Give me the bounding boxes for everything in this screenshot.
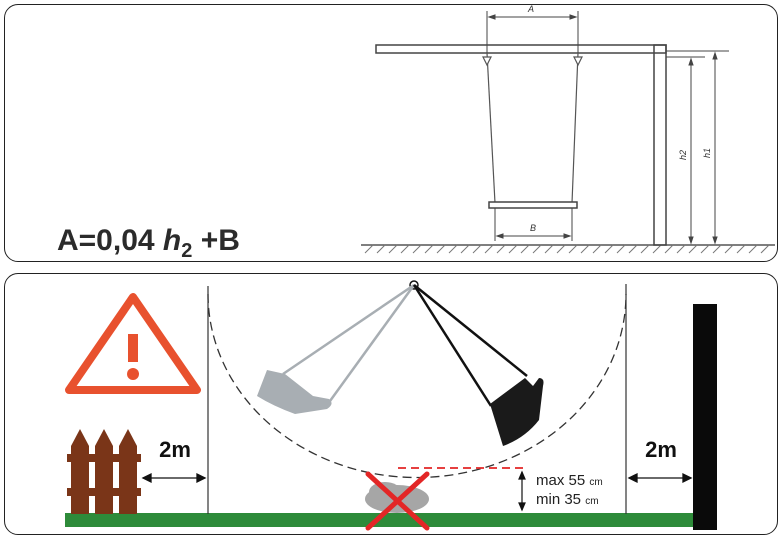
right-distance-arrow — [627, 472, 693, 484]
left-distance-label: 2m — [159, 437, 191, 462]
safety-zone-diagram: 2m 2m max 55 cm min 35 cm — [65, 280, 717, 531]
left-distance-arrow — [141, 472, 207, 484]
swing-seat — [488, 201, 578, 209]
label-h1: h1 — [702, 148, 712, 158]
dimension-b — [494, 208, 573, 241]
clearance-min-text: min 35 cm — [536, 491, 599, 508]
swing-arc — [207, 293, 627, 479]
formula: A=0,04 h2 +B — [57, 224, 240, 262]
swing-frame — [375, 44, 667, 246]
swing-dimension-diagram: A B h2 h1 A=0,04 h2 +B — [57, 5, 775, 262]
swing-seat-left — [257, 283, 416, 414]
label-a: A — [527, 5, 534, 14]
swing-seat-right — [412, 284, 544, 446]
fence — [67, 429, 141, 514]
wall — [693, 304, 717, 530]
ground-line — [361, 244, 775, 254]
dimension-heights — [666, 50, 729, 245]
clearance-max-text: max 55 cm — [536, 472, 603, 489]
warning-triangle-icon — [65, 293, 201, 394]
label-b: B — [530, 223, 536, 233]
forbidden-cross-icon — [365, 471, 430, 531]
label-h2: h2 — [678, 150, 688, 160]
swing-chains — [482, 52, 583, 204]
safety-zone-panel: 2m 2m max 55 cm min 35 cm — [4, 273, 778, 535]
swing-dimension-panel: A B h2 h1 A=0,04 h2 +B — [4, 4, 778, 262]
right-distance-label: 2m — [645, 437, 677, 462]
clearance-arrow — [518, 470, 526, 512]
grass-ground — [65, 513, 699, 527]
dimension-a — [486, 11, 579, 53]
